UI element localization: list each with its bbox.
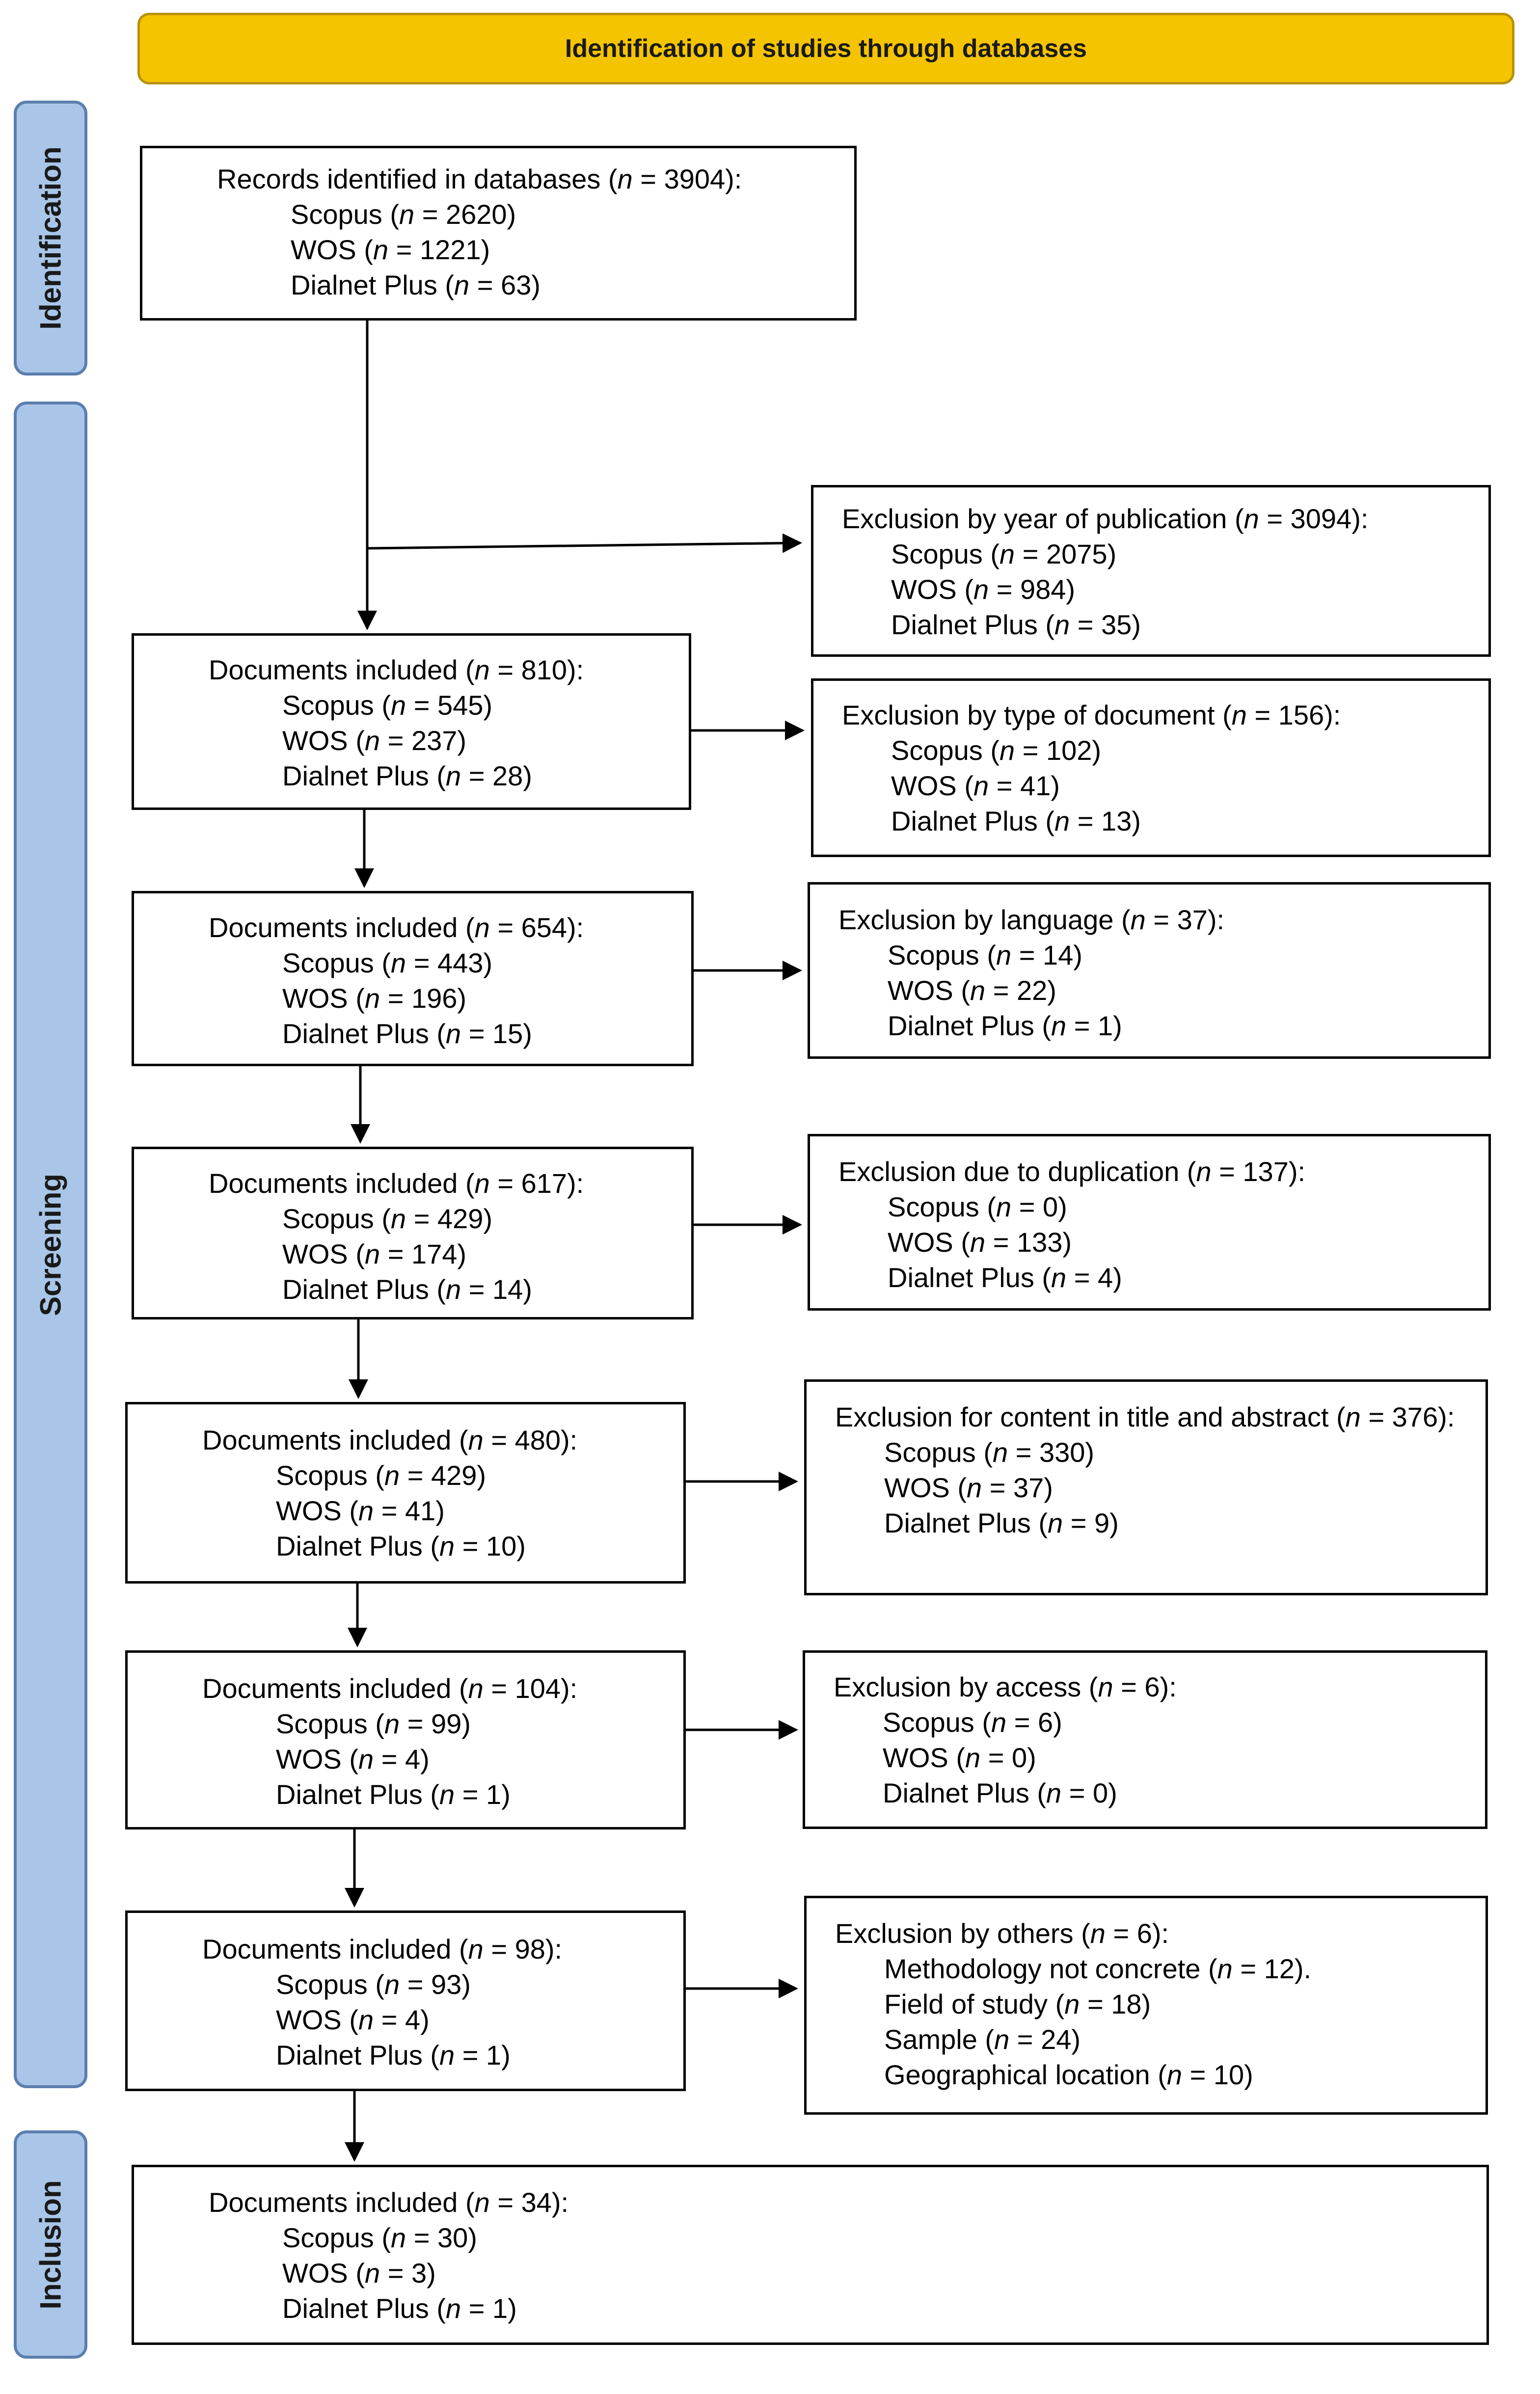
included-wos: WOS (n = 41) (276, 1495, 445, 1526)
exclusion-heading: Exclusion for content in title and abstr… (835, 1401, 1455, 1432)
exclusion-heading: Exclusion by type of document (n = 156): (842, 699, 1341, 730)
records-identified-box: Records identified in databases (n = 390… (140, 146, 857, 321)
exclusion-box-language: Exclusion by language (n = 37): Scopus (… (808, 882, 1491, 1059)
exclusion-dialnet: Dialnet Plus (n = 0) (883, 1777, 1117, 1808)
exclusion-box-year: Exclusion by year of publication (n = 30… (811, 485, 1491, 657)
exclusion-scopus: Scopus (n = 14) (888, 940, 1082, 970)
included-box-6: Documents included (n = 98): Scopus (n =… (125, 1910, 686, 2091)
exclusion-heading: Exclusion by year of publication (n = 30… (842, 503, 1369, 534)
exclusion-field-of-study: Field of study (n = 18) (884, 1989, 1151, 2019)
included-scopus: Scopus (n = 429) (276, 1460, 486, 1491)
exclusion-wos: WOS (n = 41) (891, 770, 1060, 801)
flow-title: Identification of studies through databa… (565, 34, 1087, 63)
phase-inclusion-label: Inclusion (34, 2179, 67, 2310)
included-box-4: Documents included (n = 480): Scopus (n … (125, 1402, 686, 1584)
phase-screening-label: Screening (34, 1173, 67, 1317)
exclusion-heading: Exclusion due to duplication (n = 137): (838, 1156, 1306, 1187)
included-dialnet: Dialnet Plus (n = 14) (282, 1274, 532, 1305)
included-box-1: Documents included (n = 810): Scopus (n … (132, 633, 691, 810)
exclusion-dialnet: Dialnet Plus (n = 13) (891, 806, 1141, 836)
included-dialnet: Dialnet Plus (n = 28) (282, 760, 532, 791)
exclusion-geographical-location: Geographical location (n = 10) (884, 2059, 1253, 2090)
exclusion-dialnet: Dialnet Plus (n = 9) (884, 1507, 1119, 1538)
exclusion-wos: WOS (n = 22) (888, 975, 1056, 1006)
included-dialnet: Dialnet Plus (n = 1) (276, 2040, 511, 2071)
included-box-5: Documents included (n = 104): Scopus (n … (125, 1650, 686, 1829)
exclusion-wos: WOS (n = 984) (891, 574, 1076, 605)
phase-identification-label: Identification (34, 146, 67, 330)
exclusion-wos: WOS (n = 0) (883, 1742, 1036, 1773)
phase-inclusion: Inclusion (14, 2130, 87, 2359)
included-dialnet: Dialnet Plus (n = 1) (276, 1779, 511, 1810)
records-scopus: Scopus (n = 2620) (291, 199, 516, 230)
exclusion-box-duplication: Exclusion due to duplication (n = 137): … (808, 1134, 1491, 1311)
exclusion-wos: WOS (n = 37) (884, 1472, 1053, 1503)
exclusion-box-content: Exclusion for content in title and abstr… (804, 1379, 1488, 1595)
exclusion-methodology: Methodology not concrete (n = 12). (884, 1953, 1312, 1984)
exclusion-scopus: Scopus (n = 0) (888, 1191, 1067, 1222)
included-wos: WOS (n = 196) (282, 983, 467, 1014)
included-heading: Documents included (n = 104): (202, 1673, 578, 1704)
included-box-final: Documents included (n = 34): Scopus (n =… (132, 2165, 1489, 2345)
included-scopus: Scopus (n = 30) (282, 2222, 477, 2253)
exclusion-scopus: Scopus (n = 102) (891, 735, 1102, 766)
included-heading: Documents included (n = 480): (202, 1425, 578, 1455)
included-dialnet: Dialnet Plus (n = 15) (282, 1018, 532, 1049)
included-wos: WOS (n = 4) (276, 2004, 430, 2035)
exclusion-sample: Sample (n = 24) (884, 2024, 1081, 2055)
included-scopus: Scopus (n = 99) (276, 1708, 471, 1739)
exclusion-wos: WOS (n = 133) (888, 1227, 1072, 1258)
included-dialnet: Dialnet Plus (n = 10) (276, 1531, 526, 1561)
exclusion-dialnet: Dialnet Plus (n = 35) (891, 609, 1141, 640)
included-box-2: Documents included (n = 654): Scopus (n … (132, 891, 694, 1066)
included-scopus: Scopus (n = 93) (276, 1969, 471, 2000)
records-heading: Records identified in databases (n = 390… (217, 163, 742, 194)
included-heading: Documents included (n = 810): (209, 654, 584, 685)
included-wos: WOS (n = 237) (282, 725, 467, 756)
records-dialnet: Dialnet Plus (n = 63) (291, 269, 540, 300)
exclusion-heading: Exclusion by language (n = 37): (838, 904, 1225, 935)
exclusion-heading: Exclusion by others (n = 6): (835, 1918, 1169, 1949)
exclusion-box-type: Exclusion by type of document (n = 156):… (811, 678, 1491, 857)
phase-identification: Identification (14, 101, 87, 376)
included-wos: WOS (n = 3) (282, 2258, 436, 2288)
included-scopus: Scopus (n = 545) (282, 690, 493, 721)
exclusion-scopus: Scopus (n = 2075) (891, 538, 1117, 569)
included-wos: WOS (n = 174) (282, 1238, 467, 1269)
exclusion-dialnet: Dialnet Plus (n = 4) (888, 1262, 1122, 1293)
records-wos: WOS (n = 1221) (291, 234, 490, 265)
included-heading: Documents included (n = 617): (209, 1168, 584, 1199)
exclusion-box-others: Exclusion by others (n = 6): Methodology… (804, 1896, 1488, 2115)
exclusion-dialnet: Dialnet Plus (n = 1) (888, 1010, 1122, 1041)
arrow-to-exclusion-year (367, 533, 802, 553)
exclusion-heading: Exclusion by access (n = 6): (834, 1671, 1177, 1702)
included-heading: Documents included (n = 98): (202, 1934, 563, 1964)
included-heading: Documents included (n = 34): (209, 2187, 569, 2218)
phase-screening: Screening (14, 402, 87, 2088)
exclusion-scopus: Scopus (n = 6) (883, 1707, 1062, 1738)
exclusion-scopus: Scopus (n = 330) (884, 1437, 1095, 1468)
included-heading: Documents included (n = 654): (209, 912, 584, 943)
included-scopus: Scopus (n = 429) (282, 1203, 493, 1234)
flow-title-banner: Identification of studies through databa… (137, 13, 1514, 84)
included-dialnet: Dialnet Plus (n = 1) (282, 2293, 517, 2324)
included-box-3: Documents included (n = 617): Scopus (n … (132, 1147, 694, 1319)
exclusion-box-access: Exclusion by access (n = 6): Scopus (n =… (803, 1650, 1487, 1829)
included-scopus: Scopus (n = 443) (282, 947, 493, 978)
included-wos: WOS (n = 4) (276, 1744, 430, 1775)
